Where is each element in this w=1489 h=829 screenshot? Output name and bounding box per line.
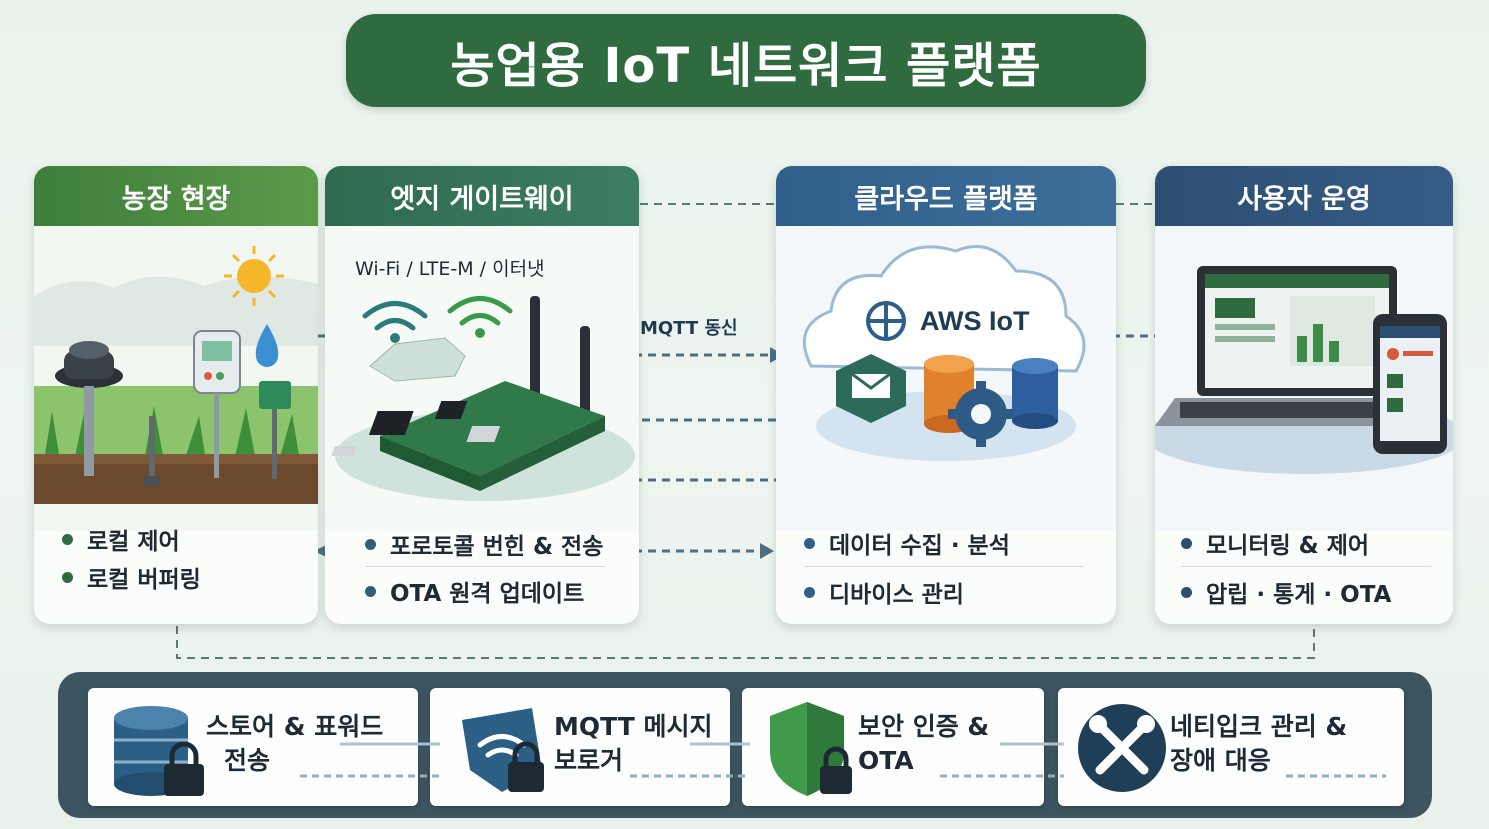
gear-icon	[948, 381, 1014, 447]
list-item: 포로토콜 번힌 & 전송	[365, 522, 605, 567]
feature-card-network-management: 네티입크 관리 & 장애 대응	[1058, 688, 1404, 806]
farm-illustration	[34, 226, 318, 531]
feature-text-mqtt: MQTT 메시지 보로거	[554, 712, 713, 775]
gateway-board-icon	[331, 296, 605, 491]
panel-user-header: 사용자 운영	[1155, 166, 1453, 226]
list-item: 압립 · 통게 · OTA	[1181, 567, 1453, 617]
panel-gateway: 엣지 게이트웨이 Wi-Fi / LTE-M / 이터냇 포로토콜 번힌 & 전…	[325, 166, 639, 624]
cloud-icon	[802, 245, 1086, 373]
feature-card-store-forward: 스토어 & 표워드 전송	[88, 688, 418, 806]
wifi-lock-icon	[462, 708, 544, 792]
panel-farm-header: 농장 현장	[34, 166, 318, 226]
panel-cloud-header: 클라우드 플랫폼	[776, 166, 1116, 226]
message-icon	[836, 354, 906, 423]
feature-card-security: 보안 인증 & OTA	[742, 688, 1044, 806]
title-banner: 농업용 IoT 네트워크 플랫폼	[346, 14, 1146, 107]
wifi-icon	[362, 296, 513, 331]
user-bullets: 모니터링 & 제어 압립 · 통게 · OTA	[1181, 520, 1453, 617]
laptop-icon	[1155, 266, 1437, 426]
feature-text-security: 보안 인증 & OTA	[858, 712, 990, 775]
panel-farm: 농장 현장	[34, 166, 318, 624]
wrench-icon	[1078, 704, 1166, 792]
aws-iot-label: AWS IoT	[920, 306, 1030, 336]
mqtt-label: MQTT 동신	[640, 318, 738, 339]
user-illustration	[1155, 226, 1453, 531]
panel-user: 사용자 운영 모니터링 & 제어	[1155, 166, 1453, 624]
list-item: 모니터링 & 제어	[1181, 520, 1431, 567]
cloud-bullets: 데이터 수집 · 분석 디바이스 관리	[804, 520, 1116, 617]
panel-gateway-header: 엣지 게이트웨이	[325, 166, 639, 226]
gateway-bullets: 포로토콜 번힌 & 전송 OTA 원격 업데이트	[365, 522, 639, 615]
page-title: 농업용 IoT 네트워크 플랫폼	[450, 37, 1042, 94]
panel-cloud-title: 클라우드 플랫폼	[854, 183, 1038, 215]
aws-logo-icon	[866, 301, 906, 341]
list-item: 로컬 버퍼링	[62, 558, 318, 596]
gateway-illustration	[325, 226, 639, 531]
list-item: 디바이스 관리	[804, 567, 1116, 617]
feature-card-mqtt: MQTT 메시지 보로거	[430, 688, 730, 806]
panel-gateway-title: 엣지 게이트웨이	[390, 183, 574, 215]
database-lock-icon	[114, 706, 204, 796]
display-sensor-icon	[193, 330, 241, 478]
list-item: 로컬 제어	[62, 520, 318, 558]
farm-bullets: 로컬 제어 로컬 버퍼링	[62, 520, 318, 596]
shield-lock-icon	[770, 702, 852, 796]
list-item: OTA 원격 업데이트	[365, 567, 639, 615]
list-item: 데이터 수집 · 분석	[804, 520, 1084, 567]
panel-user-title: 사용자 운영	[1237, 183, 1371, 215]
panel-farm-title: 농장 현장	[121, 183, 231, 215]
panel-cloud: 클라우드 플랫폼	[776, 166, 1116, 624]
cloud-illustration	[776, 226, 1116, 531]
sun-icon	[224, 246, 284, 306]
water-drop-icon	[255, 324, 279, 367]
soil-sensor-icon	[55, 341, 160, 486]
network-label: Wi-Fi / LTE-M / 이터냇	[355, 258, 545, 280]
feature-text-network-management: 네티입크 관리 & 장애 대응	[1170, 712, 1348, 775]
feature-text-store-forward: 스토어 & 표워드 전송	[206, 712, 384, 775]
smartphone-icon	[1373, 314, 1447, 454]
